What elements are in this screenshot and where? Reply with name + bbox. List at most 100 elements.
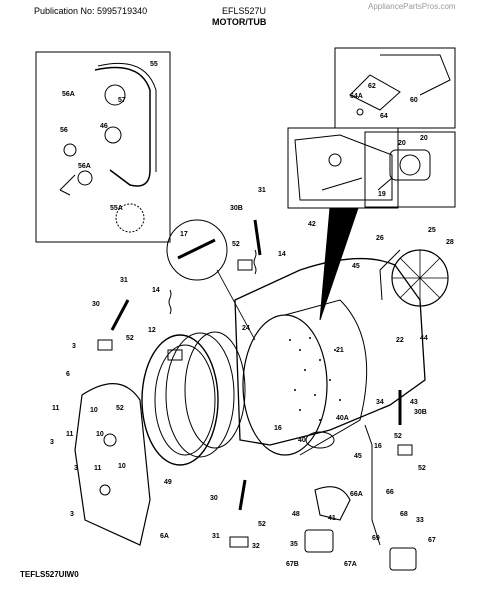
belt-shape [379,249,401,301]
front-panel-hole-2 [99,484,111,496]
part-label-22: 22 [396,337,404,344]
part-label-56a: 56A [62,91,75,98]
part-label-30b: 30B [414,409,427,416]
inset-box-motor [364,131,456,208]
part-label-16: 16 [274,425,282,432]
part-label-14: 14 [278,251,286,258]
front-panel-shape [74,383,151,546]
hose-66-shape [364,424,381,546]
part-label-35: 35 [290,541,298,548]
clamp-56-shape [63,143,77,157]
part-number-labels: 55 56A 57 56 46 56A 55A 62 64A 60 64 20 20 19 31 30B 42 1… [50,61,454,568]
part-label-6a: 6A [160,533,169,540]
part-label-62: 62 [368,83,376,90]
shock-absorber-lower-shape [238,479,247,511]
part-label-10: 10 [118,463,126,470]
motor-body-shape [389,149,431,181]
part-label-52: 52 [394,433,402,440]
part-label-46: 46 [100,123,108,130]
part-label-19: 19 [378,191,386,198]
bracket-52-top-shape [237,259,253,271]
tub-front-ring [165,332,235,458]
heater-nut-shape [356,108,364,116]
part-label-33: 33 [416,517,424,524]
part-label-55a: 55A [110,205,123,212]
shock-absorber-30-shape [110,299,130,331]
part-label-56: 56 [60,127,68,134]
inset-circle-17 [166,219,228,281]
tub-detail-spring-shape [321,177,363,191]
part-label-42: 42 [308,221,316,228]
motor-rotor-shape [399,154,421,176]
part-label-21: 21 [336,347,344,354]
clamp-56a-shape [77,170,93,186]
part-label-44: 44 [420,335,428,342]
part-label-45: 45 [352,263,360,270]
part-label-20: 20 [420,135,428,142]
inset-box-drain-hose [35,51,171,243]
watermark: AppliancePartsPros.com [368,2,456,11]
part-label-11: 11 [52,405,60,412]
drain-hose-shape [94,66,151,187]
drain-hose-outline [97,62,157,172]
pulley-spokes [392,250,448,306]
part-label-31: 31 [120,277,128,284]
filter-55a-shape [115,203,145,233]
bracket-52-mid-shape [167,349,183,361]
part-label-52: 52 [126,335,134,342]
part-label-67: 67 [428,537,436,544]
part-label-52: 52 [418,465,426,472]
part-label-3: 3 [50,439,54,446]
part-label-52: 52 [258,521,266,528]
motor-bolt-shape [377,177,393,191]
part-label-11: 11 [66,431,74,438]
inset-box-heater [334,47,456,129]
spring-14-right [253,249,257,275]
part-label-34: 34 [376,399,384,406]
part-label-57: 57 [118,97,126,104]
part-label-10: 10 [96,431,104,438]
part-label-67a: 67A [344,561,357,568]
part-label-64: 64 [380,113,388,120]
part-label-60: 60 [410,97,418,104]
part-label-49: 49 [164,479,172,486]
part-label-40a: 40A [336,415,349,422]
part-label-3: 3 [70,511,74,518]
front-ring-outer [141,334,219,466]
part-label-48: 48 [292,511,300,518]
part-label-25: 25 [428,227,436,234]
part-label-66: 66 [386,489,394,496]
bracket-52-left-shape [97,339,113,351]
part-label-66a: 66A [350,491,363,498]
part-label-67b: 67B [286,561,299,568]
spring-14-left [168,289,172,315]
part-label-55: 55 [150,61,158,68]
clamp-46-shape [104,126,122,144]
part-label-64a: 64A [350,93,363,100]
part-label-28: 28 [446,239,454,246]
weight-part-17-shape [177,238,216,260]
part-label-43: 43 [410,399,418,406]
heater-bracket-shape [380,54,451,96]
part-label-32: 32 [252,543,260,550]
part-label-14: 14 [152,287,160,294]
bracket-52-right-shape [397,444,413,456]
section-title: MOTOR/TUB [212,17,267,27]
clamp-57-shape [104,84,126,106]
part-label-31: 31 [258,187,266,194]
part-label-11: 11 [94,465,102,472]
diagram-code: TEFLS527UIW0 [20,570,79,579]
shock-absorber-30b-shape [253,219,262,256]
bracket-32-shape [229,536,249,548]
tub-detail-shape [294,134,393,201]
part-label-26: 26 [376,235,384,242]
part-label-45: 45 [354,453,362,460]
model-number: EFLS527U [222,6,267,16]
part-label-20: 20 [398,140,406,147]
heater-element-shape [349,74,401,111]
pump-67-shape [389,547,417,571]
part-label-30b: 30B [230,205,243,212]
part-label-56a: 56A [78,163,91,170]
drum-perforations [289,337,341,421]
